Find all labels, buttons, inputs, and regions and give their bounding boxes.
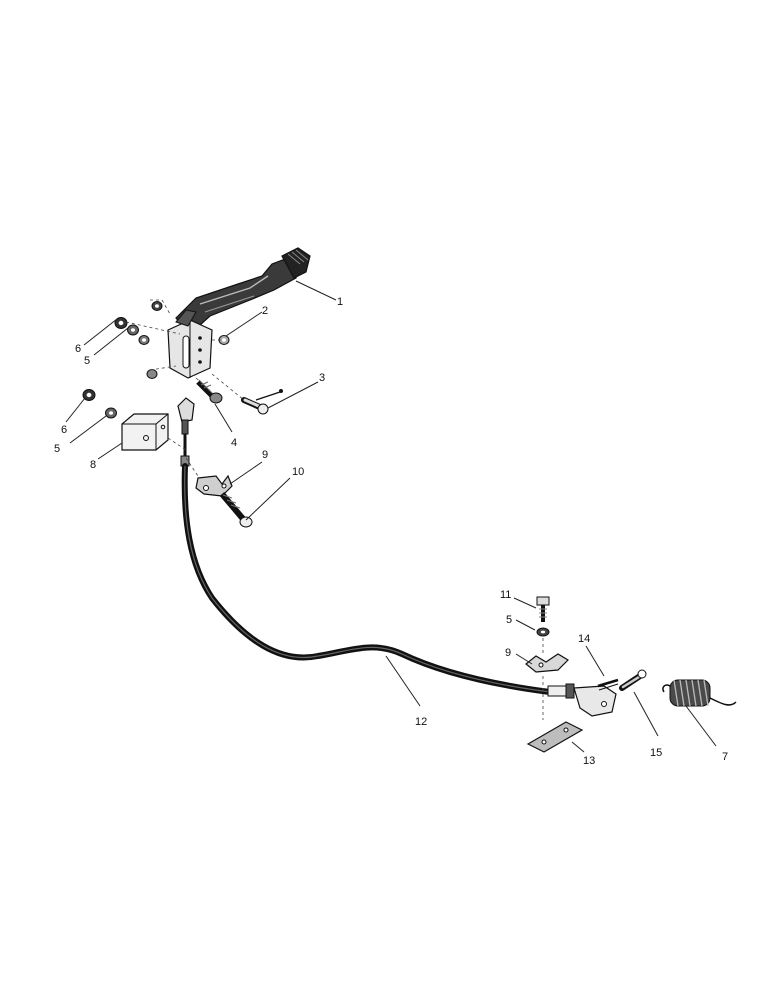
leader-lines [65, 280, 717, 753]
callout-10: 10 [292, 466, 304, 478]
nut-upper [151, 301, 163, 311]
bolt-11 [536, 596, 550, 622]
cable-end-ferrule [547, 683, 575, 699]
callout-5-upper: 5 [84, 355, 90, 367]
callout-6-lower: 6 [61, 424, 67, 436]
callout-5-lower: 5 [54, 443, 60, 455]
washer-lower-left [138, 335, 150, 345]
brake-cable-12 [181, 463, 553, 695]
washer-left [127, 324, 139, 336]
callout-11: 11 [500, 589, 511, 601]
callout-5-bottom: 5 [506, 614, 512, 626]
mounting-block-8 [121, 413, 169, 451]
callout-9-upper: 9 [262, 449, 268, 461]
nut-lower [146, 369, 158, 379]
clevis-pin-3 [241, 389, 283, 415]
callout-4: 4 [231, 437, 237, 449]
callout-7: 7 [722, 751, 728, 763]
callout-labels: 1 2 3 4 6 5 6 5 8 9 10 12 11 5 9 14 13 1… [54, 296, 728, 767]
cable-upper-clevis [177, 397, 195, 467]
callout-9-lower: 9 [505, 647, 511, 659]
clevis-pin-15 [619, 669, 647, 691]
cotter-pin-14 [597, 678, 619, 691]
callout-12: 12 [415, 716, 427, 728]
cable-clip-9-lower [525, 653, 569, 673]
bolt-4 [196, 379, 223, 404]
callout-15: 15 [650, 747, 662, 759]
nut-right [218, 335, 230, 345]
cable-clip-9-upper [195, 474, 233, 497]
washer-5-lower [105, 407, 117, 419]
callout-1: 1 [337, 296, 343, 308]
callout-6-upper: 6 [75, 343, 81, 355]
washer-5-bottom [536, 627, 550, 637]
callout-8: 8 [90, 459, 96, 471]
assembly-line-clip [167, 437, 199, 477]
spring-7 [662, 679, 737, 707]
nut-left [114, 317, 128, 329]
assembly-line [125, 299, 245, 401]
callout-3: 3 [319, 372, 325, 384]
bolt-10 [219, 492, 253, 528]
anchor-plate-13 [526, 721, 584, 753]
callout-2: 2 [262, 305, 268, 317]
hand-brake-lever [167, 247, 311, 379]
callout-14: 14 [578, 633, 590, 645]
nut-6-lower [82, 389, 96, 401]
callout-13: 13 [583, 755, 595, 767]
lower-clevis [573, 685, 617, 717]
